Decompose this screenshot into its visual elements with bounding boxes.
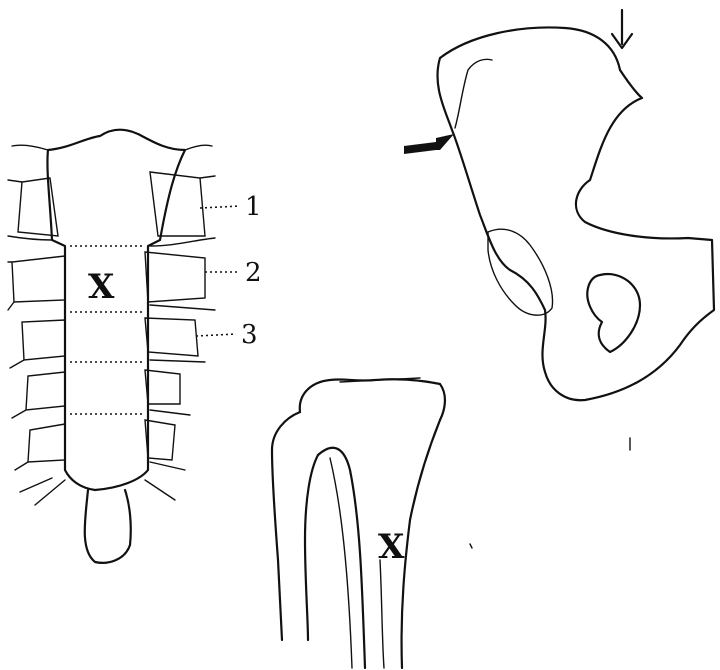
xiphoid-process: [85, 490, 131, 563]
obturator-foramen: [587, 274, 640, 352]
acetabulum-region: [488, 229, 553, 315]
costal-cartilage: [12, 256, 65, 302]
costal-cartilage: [150, 172, 205, 236]
tibia-x-mark: X: [378, 527, 405, 567]
costal-cartilage: [145, 420, 175, 460]
tibia-figure: X: [272, 378, 472, 668]
costal-cartilage: [22, 320, 65, 360]
rib-label-3: 3: [241, 320, 258, 350]
tibia-crest-line: [380, 560, 384, 668]
fibula-shaft: [305, 455, 318, 640]
iliac-fossa-line: [455, 59, 492, 128]
tick-mark: [470, 544, 472, 548]
tibia-shaft: [402, 420, 440, 668]
costal-cartilage: [28, 424, 65, 462]
hip-bone-outline: [437, 27, 714, 400]
costal-cartilage: [145, 318, 198, 356]
rib-lines: [8, 145, 215, 505]
tibia-inner-edge: [318, 448, 365, 668]
leader-line-3: [196, 334, 236, 336]
arrow-down-icon: [612, 10, 632, 48]
rib-label-2: 2: [245, 258, 262, 288]
arrow-right-icon: [404, 134, 454, 154]
tibia-crest-line: [330, 458, 352, 668]
rib-label-1: 1: [245, 192, 262, 222]
sternum-x-mark: X: [88, 267, 115, 307]
sternum-outline: [47, 130, 185, 490]
costal-cartilage: [145, 252, 205, 302]
costal-cartilage: [145, 370, 180, 404]
sternum-figure: 1 2 3 X: [8, 130, 262, 563]
fibula-head: [272, 412, 300, 640]
costal-cartilage: [26, 372, 65, 410]
leader-line-1: [200, 206, 240, 208]
hip-bone-figure: [404, 10, 714, 450]
tibial-plateau: [300, 379, 445, 420]
